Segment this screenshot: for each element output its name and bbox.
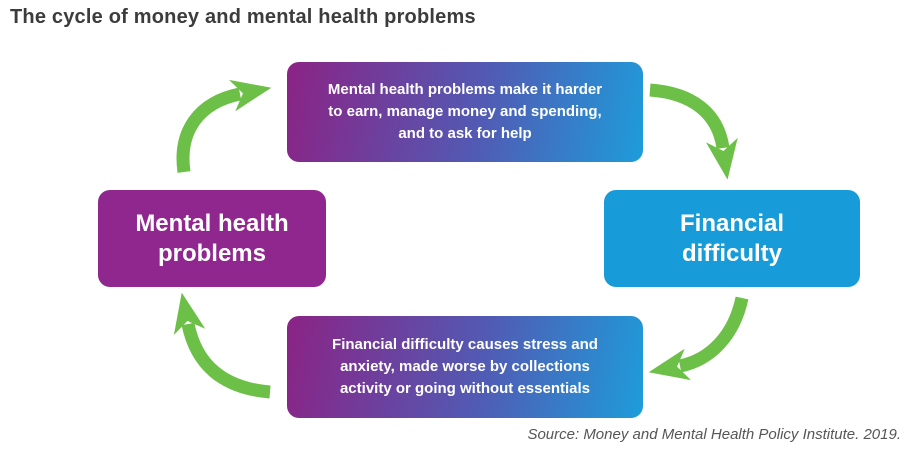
box-financial-difficulty: Financial difficulty — [604, 190, 860, 287]
cycle-arrow-top-to-right-icon — [649, 83, 738, 180]
box-financial-difficulty-effects: Financial difficulty causes stress and a… — [287, 316, 643, 418]
cycle-arrow-left-to-top-icon — [176, 79, 272, 173]
box-mental-health-effects: Mental health problems make it harder to… — [287, 62, 643, 162]
box-mental-health-problems: Mental health problems — [98, 190, 326, 287]
box-mental-health-effects-text: Mental health problems make it harder to… — [327, 81, 603, 142]
cycle-arrow-bottom-to-left-icon — [173, 292, 271, 399]
box-mental-health-problems-text: Mental health problems — [135, 209, 289, 267]
source-attribution: Source: Money and Mental Health Policy I… — [527, 426, 901, 443]
box-financial-difficulty-text: Financial difficulty — [679, 209, 785, 267]
page-title: The cycle of money and mental health pro… — [10, 6, 476, 28]
box-financial-difficulty-effects-text: Financial difficulty causes stress and a… — [332, 336, 598, 397]
cycle-arrow-right-to-bottom-icon — [648, 296, 749, 381]
